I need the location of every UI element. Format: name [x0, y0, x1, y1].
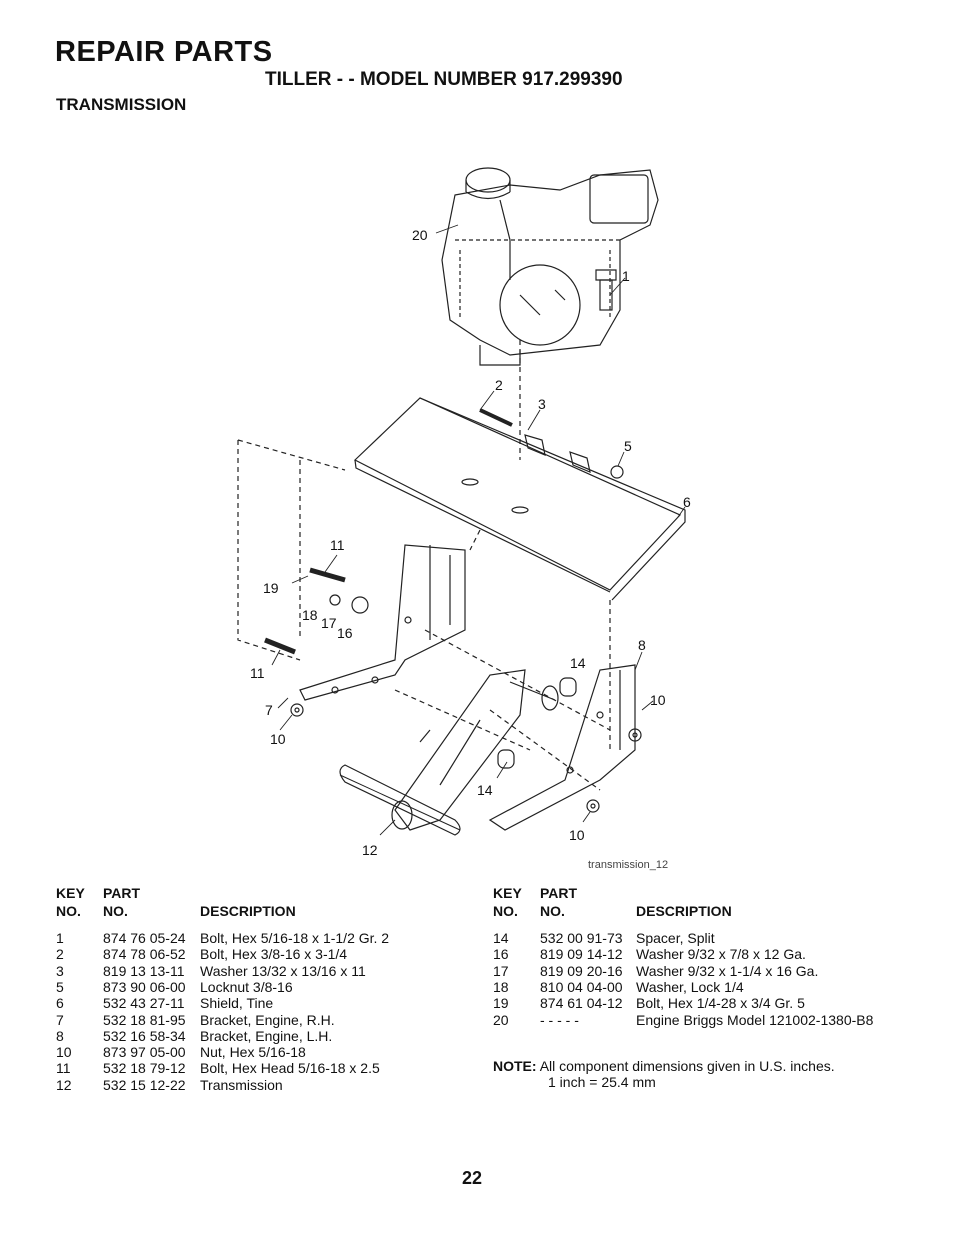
part-no: 874 61 04-12	[540, 995, 623, 1012]
callout-5: 5	[624, 438, 632, 454]
callout-3: 3	[538, 396, 546, 412]
part-description: Nut, Hex 5/16-18	[200, 1044, 306, 1061]
key-no: 18	[493, 978, 509, 995]
callout-7: 7	[265, 702, 273, 718]
part-description: Bolt, Hex 3/8-16 x 3-1/4	[200, 946, 348, 963]
note-label: NOTE:	[493, 1058, 537, 1074]
callout-14b: 14	[477, 782, 493, 798]
callout-2: 2	[495, 377, 503, 393]
callout-6: 6	[683, 494, 691, 510]
bracket-rh-illustration	[299, 544, 466, 701]
callout-20: 20	[412, 227, 428, 243]
callout-11b: 11	[250, 665, 265, 681]
note: NOTE: All component dimensions given in …	[493, 1058, 835, 1090]
header-part-top-left: PART	[103, 885, 141, 901]
key-no: 10	[56, 1044, 72, 1061]
key-no: 12	[56, 1076, 72, 1093]
part-description: Transmission	[200, 1076, 283, 1093]
bracket-lh-illustration	[488, 664, 636, 831]
part-description: Washer 13/32 x 13/16 x 11	[200, 962, 366, 979]
header-key-bottom-left: NO.	[56, 903, 81, 919]
part-description: Bolt, Hex Head 5/16-18 x 2.5	[200, 1060, 380, 1077]
header-description-left: DESCRIPTION	[200, 903, 296, 919]
section-title: TRANSMISSION	[56, 95, 187, 114]
part-description: Bolt, Hex 1/4-28 x 3/4 Gr. 5	[636, 995, 805, 1012]
key-no: 19	[493, 995, 509, 1012]
part-no: 532 18 81-95	[103, 1011, 186, 1028]
key-no: 8	[56, 1027, 64, 1044]
callout-labels: 20 1 2 3 5 6 11 19 18 17 16 8 14 10 11 7…	[250, 227, 691, 858]
note-text: All component dimensions given in U.S. i…	[539, 1058, 835, 1074]
exploded-parts-diagram: 20 1 2 3 5 6 11 19 18 17 16 8 14 10 11 7…	[237, 167, 691, 858]
key-no: 1	[56, 930, 64, 946]
page-title: REPAIR PARTS	[55, 36, 273, 68]
part-no: - - - - -	[540, 1011, 579, 1028]
diagram-caption: transmission_12	[588, 859, 669, 871]
part-description: Bracket, Engine, L.H.	[200, 1027, 333, 1044]
hardware-illustrations	[264, 567, 642, 813]
part-description: Spacer, Split	[636, 930, 715, 946]
header-part-bottom-left: NO.	[103, 903, 128, 919]
key-no: 14	[493, 930, 509, 946]
key-no: 16	[493, 946, 509, 963]
header-key-bottom-right: NO.	[493, 903, 518, 919]
callout-18: 18	[302, 607, 318, 623]
transmission-illustration	[339, 669, 559, 836]
header-part-top-right: PART	[540, 885, 578, 901]
part-no: 532 15 12-22	[103, 1076, 186, 1093]
part-no: 532 16 58-34	[103, 1027, 186, 1044]
page-number: 22	[462, 1168, 483, 1188]
header-key-top-right: KEY	[493, 885, 522, 901]
model-subtitle: TILLER - - MODEL NUMBER 917.299390	[265, 69, 623, 90]
part-description: Washer, Lock 1/4	[636, 978, 744, 995]
callout-10c: 10	[569, 827, 585, 843]
key-no: 2	[56, 946, 64, 963]
key-no: 17	[493, 962, 509, 979]
callout-19: 19	[263, 580, 279, 596]
callout-10b: 10	[270, 731, 286, 747]
key-no: 20	[493, 1011, 509, 1028]
callout-1: 1	[622, 268, 630, 284]
part-description: Washer 9/32 x 7/8 x 12 Ga.	[636, 946, 806, 963]
header-description-right: DESCRIPTION	[636, 903, 732, 919]
callout-11a: 11	[330, 537, 345, 553]
tine-shield-illustration	[353, 397, 686, 601]
part-no: 532 18 79-12	[103, 1060, 186, 1077]
part-no: 532 43 27-11	[103, 995, 185, 1012]
part-no: 532 00 91-73	[540, 930, 623, 946]
note-conversion: 1 inch = 25.4 mm	[548, 1074, 656, 1090]
part-description: Engine Briggs Model 121002-1380-B8	[636, 1011, 874, 1028]
callout-10a: 10	[650, 692, 666, 708]
part-no: 873 97 05-00	[103, 1044, 186, 1061]
callout-16: 16	[337, 625, 353, 641]
part-description: Bolt, Hex 5/16-18 x 1-1/2 Gr. 2	[200, 930, 390, 946]
part-no: 819 13 13-11	[103, 962, 185, 979]
callout-14a: 14	[570, 655, 586, 671]
part-no: 810 04 04-00	[540, 978, 623, 995]
header-key-top-left: KEY	[56, 885, 85, 901]
part-description: Shield, Tine	[200, 995, 274, 1012]
header-part-bottom-right: NO.	[540, 903, 565, 919]
key-no: 3	[56, 962, 64, 979]
key-no: 11	[56, 1060, 71, 1077]
part-no: 873 90 06-00	[103, 978, 186, 995]
part-no: 819 09 14-12	[540, 946, 623, 963]
engine-illustration	[441, 167, 659, 366]
callout-8: 8	[638, 637, 646, 653]
alignment-lines	[237, 340, 611, 791]
callout-17: 17	[321, 615, 337, 631]
part-description: Locknut 3/8-16	[200, 978, 293, 995]
part-no: 874 76 05-24	[103, 930, 186, 946]
key-no: 5	[56, 978, 64, 995]
part-description: Washer 9/32 x 1-1/4 x 16 Ga.	[636, 962, 819, 979]
part-description: Bracket, Engine, R.H.	[200, 1011, 335, 1028]
key-no: 7	[56, 1011, 64, 1028]
key-no: 6	[56, 995, 64, 1012]
callout-12: 12	[362, 842, 378, 858]
part-no: 874 78 06-52	[103, 946, 186, 963]
part-no: 819 09 20-16	[540, 962, 623, 979]
callout-leaders	[271, 224, 686, 836]
